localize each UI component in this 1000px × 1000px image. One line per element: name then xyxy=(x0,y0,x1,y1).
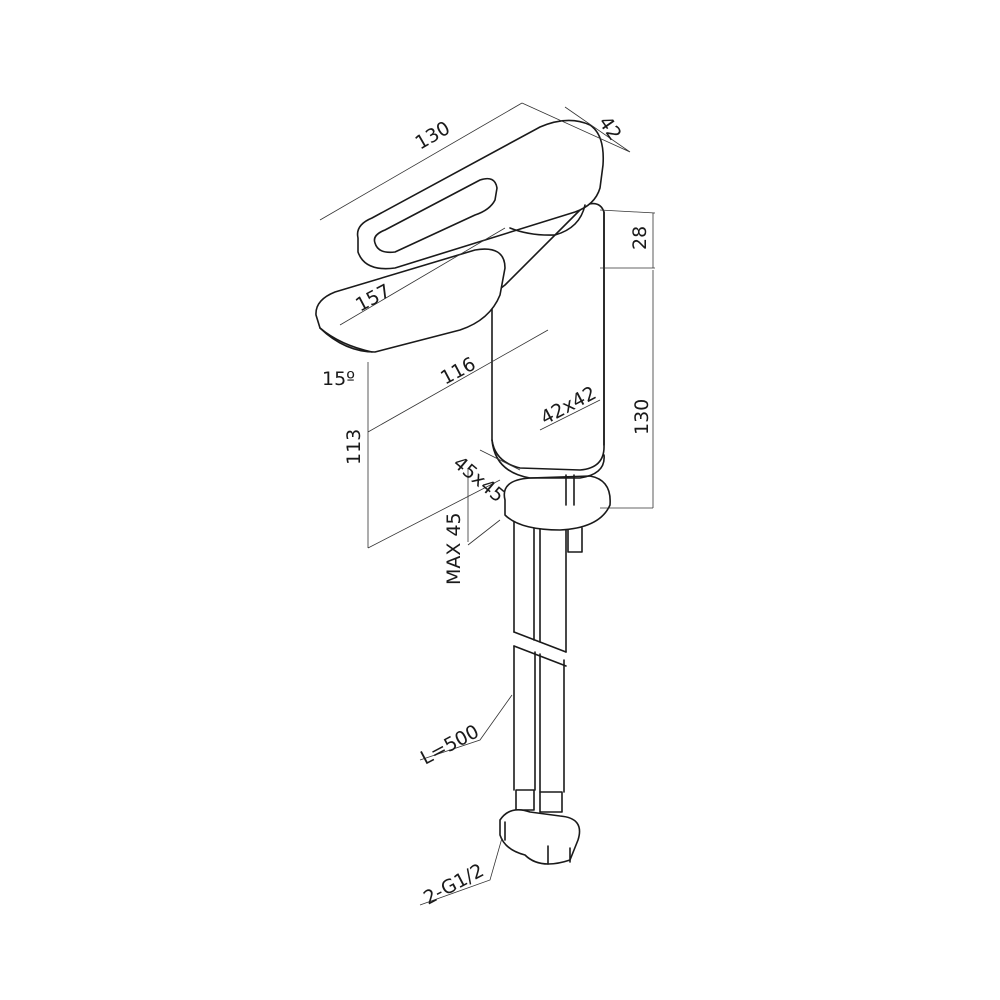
dim-spout-reach: 116 xyxy=(437,353,479,389)
dim-max-thickness: MAX 45 xyxy=(443,512,465,585)
spout xyxy=(315,248,506,353)
dim-handle-length: 130 xyxy=(412,117,454,154)
dim-spout-height: 113 xyxy=(343,429,365,465)
flexible-hoses xyxy=(499,499,581,865)
dim-body-height: 130 xyxy=(631,399,653,435)
dim-handle-height: 28 xyxy=(629,226,651,250)
mounting-washer xyxy=(503,474,611,553)
dimension-lines xyxy=(319,102,656,906)
dim-hose-length: L=500 xyxy=(417,721,483,770)
faucet-body xyxy=(491,202,605,479)
dim-spout-angle: 15º xyxy=(322,368,355,390)
lever-handle xyxy=(356,119,605,270)
